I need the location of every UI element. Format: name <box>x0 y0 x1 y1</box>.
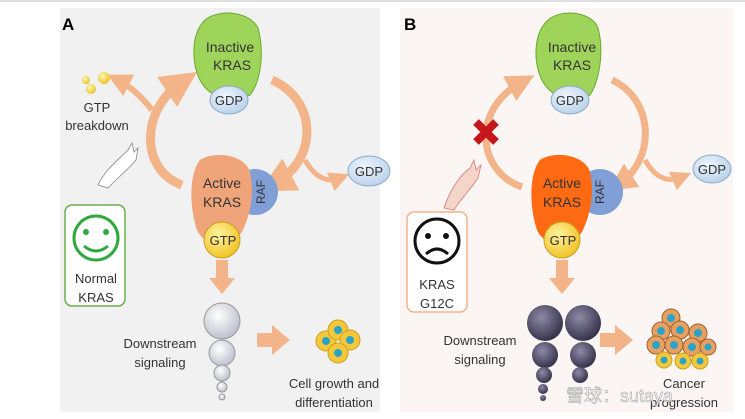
down-arrow <box>209 260 235 294</box>
inactivation-arrow <box>608 76 649 191</box>
active-kras-label: Active <box>203 175 241 191</box>
outcome-label: Cancer <box>663 376 706 391</box>
gdp-bound-label: GDP <box>556 93 584 108</box>
gdp-release-arrow <box>302 158 350 192</box>
gdp-released-label: GDP <box>698 162 726 177</box>
gdp-released-label: GDP <box>355 164 383 179</box>
panel-a: A Inactive KRAS GDP GTP breakdown Normal… <box>62 12 391 410</box>
inactive-kras-label: Inactive <box>548 39 596 55</box>
active-kras-label: KRAS <box>203 194 241 210</box>
inactive-kras-shape <box>193 12 262 100</box>
gtp-breakdown-label: breakdown <box>65 118 129 133</box>
inactive-kras-label: KRAS <box>213 57 251 73</box>
inactive-kras-label: KRAS <box>553 57 591 73</box>
active-kras-label: Active <box>543 175 581 191</box>
gtp-label: GTP <box>210 233 237 248</box>
status-label: KRAS <box>419 277 455 292</box>
normal-kras-box <box>64 204 126 307</box>
phosphate-ball <box>86 84 96 94</box>
gdp-bound-label: GDP <box>215 93 243 108</box>
gdp-bound <box>209 85 249 115</box>
signal-sphere <box>208 339 236 367</box>
status-label: Normal <box>75 271 117 286</box>
hand-icon <box>97 141 139 189</box>
right-arrow <box>600 325 633 355</box>
downstream-label: signaling <box>454 352 505 367</box>
block-x-icon <box>473 119 499 145</box>
normal-cells-icon <box>315 319 361 364</box>
gdp-bound <box>550 85 590 115</box>
downstream-label: Downstream <box>444 333 517 348</box>
active-kras-label: KRAS <box>543 194 581 210</box>
signal-sphere <box>213 364 231 382</box>
gtp-label: GTP <box>550 233 577 248</box>
smiley-face-icon <box>72 214 120 262</box>
hand-icon <box>443 158 482 211</box>
panel-b: B Inactive KRAS GDP KRAS G12C RAF Active… <box>404 12 732 410</box>
gdp-released <box>692 154 732 184</box>
raf-label: RAF <box>254 180 268 204</box>
signal-sphere <box>216 381 228 393</box>
right-arrow <box>257 325 290 355</box>
cancer-cells-icon <box>646 308 717 370</box>
blocked-activation-arrow <box>482 75 535 191</box>
phosphate-ball <box>82 76 90 84</box>
gtp-breakdown-arrow <box>107 74 155 112</box>
gtp-breakdown-label: GTP <box>84 100 111 115</box>
inactive-kras-shape <box>535 12 602 100</box>
amplified-signal-spheres <box>527 305 601 401</box>
downstream-label: signaling <box>134 355 185 370</box>
gtp-bound <box>203 221 241 259</box>
down-arrow <box>549 260 575 294</box>
inactivation-arrow <box>259 75 312 192</box>
active-kras-shape <box>531 154 593 244</box>
inactive-kras-label: Inactive <box>206 39 254 55</box>
panel-a-label: A <box>62 15 74 34</box>
panel-b-label: B <box>404 15 416 34</box>
signal-sphere <box>203 302 241 340</box>
signal-sphere <box>218 393 226 401</box>
active-kras-shape <box>191 154 253 244</box>
gdp-release-arrow <box>642 158 692 191</box>
phosphate-ball <box>98 72 110 84</box>
gdp-released <box>347 155 391 187</box>
activation-arrow <box>146 72 197 190</box>
gtp-bound <box>543 221 581 259</box>
outcome-label: progression <box>650 395 718 410</box>
watermark: 雪球：sutaya <box>566 386 674 406</box>
status-label: G12C <box>420 296 454 311</box>
downstream-label: Downstream <box>124 336 197 351</box>
outcome-label: differentiation <box>295 395 373 410</box>
status-label: KRAS <box>78 290 114 305</box>
raf-label: RAF <box>593 180 607 204</box>
sad-face-icon <box>413 217 461 265</box>
outcome-label: Cell growth and <box>289 376 379 391</box>
